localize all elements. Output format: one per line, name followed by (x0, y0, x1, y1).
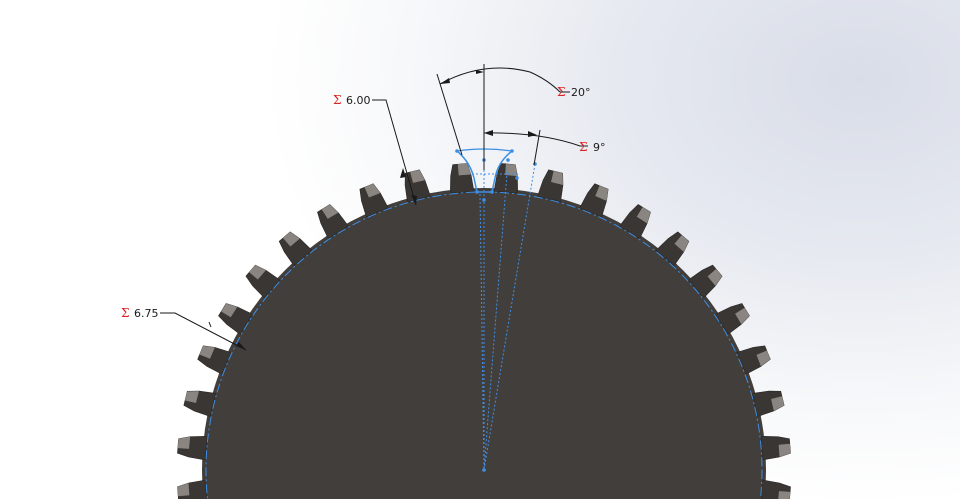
sketch-right-flank[interactable] (491, 150, 513, 193)
gear-tooth-tip (778, 491, 791, 499)
gear-tooth-tip (636, 207, 651, 224)
sketch-point[interactable] (510, 149, 514, 153)
gear-tooth-tip (199, 345, 215, 359)
gear-tooth-tip (364, 183, 381, 198)
gear-tooth-tip (249, 265, 266, 280)
sketch-point[interactable] (455, 149, 459, 153)
sketch-point[interactable] (475, 190, 479, 194)
sigma-icon: Σ (579, 140, 587, 154)
gear-tooth-tip (177, 483, 190, 497)
gear-tooth-tip (184, 391, 199, 403)
dimension-20-deg[interactable]: Σ 20° (436, 64, 591, 170)
sketch-point[interactable] (506, 158, 510, 162)
dimension-value[interactable]: 20° (571, 86, 591, 99)
dimension-value[interactable]: 9° (593, 141, 606, 154)
sigma-icon: Σ (557, 85, 565, 99)
dimension-6-75[interactable]: Σ 6.75 (121, 306, 247, 351)
gear-tooth-tip (177, 436, 191, 449)
sigma-icon: Σ (121, 306, 129, 320)
gear-tooth-tip (674, 235, 689, 252)
gear-tooth-tip (410, 169, 425, 183)
gear-tooth-tip (595, 185, 609, 201)
dimension-9-deg[interactable]: Σ 9° (483, 129, 606, 166)
gear-tooth-tip (505, 163, 518, 177)
gear-tooth-tip (778, 443, 791, 457)
gear-tooth-tip (321, 204, 339, 219)
sigma-icon: Σ (333, 93, 341, 107)
sketch-left-flank[interactable] (456, 150, 478, 193)
gear-tooth-tip (282, 231, 300, 247)
gear-tooth-tip (735, 307, 750, 325)
gear-tooth-tip (707, 268, 723, 286)
gear-tooth-tip (756, 350, 771, 367)
gear-tooth-tip (551, 170, 563, 185)
sketch-point[interactable] (515, 176, 519, 180)
gear-tooth-tip (221, 303, 238, 318)
sketch-point[interactable] (490, 190, 494, 194)
sketch-point[interactable] (482, 198, 486, 202)
sketch-point[interactable] (482, 468, 486, 472)
gear-tooth-tip (457, 163, 471, 176)
dimension-value[interactable]: 6.75 (134, 307, 159, 320)
dimension-value[interactable]: 6.00 (346, 94, 371, 107)
dimension-6-00[interactable]: Σ 6.00 (333, 93, 417, 206)
gear-tooth-tip (771, 396, 785, 411)
